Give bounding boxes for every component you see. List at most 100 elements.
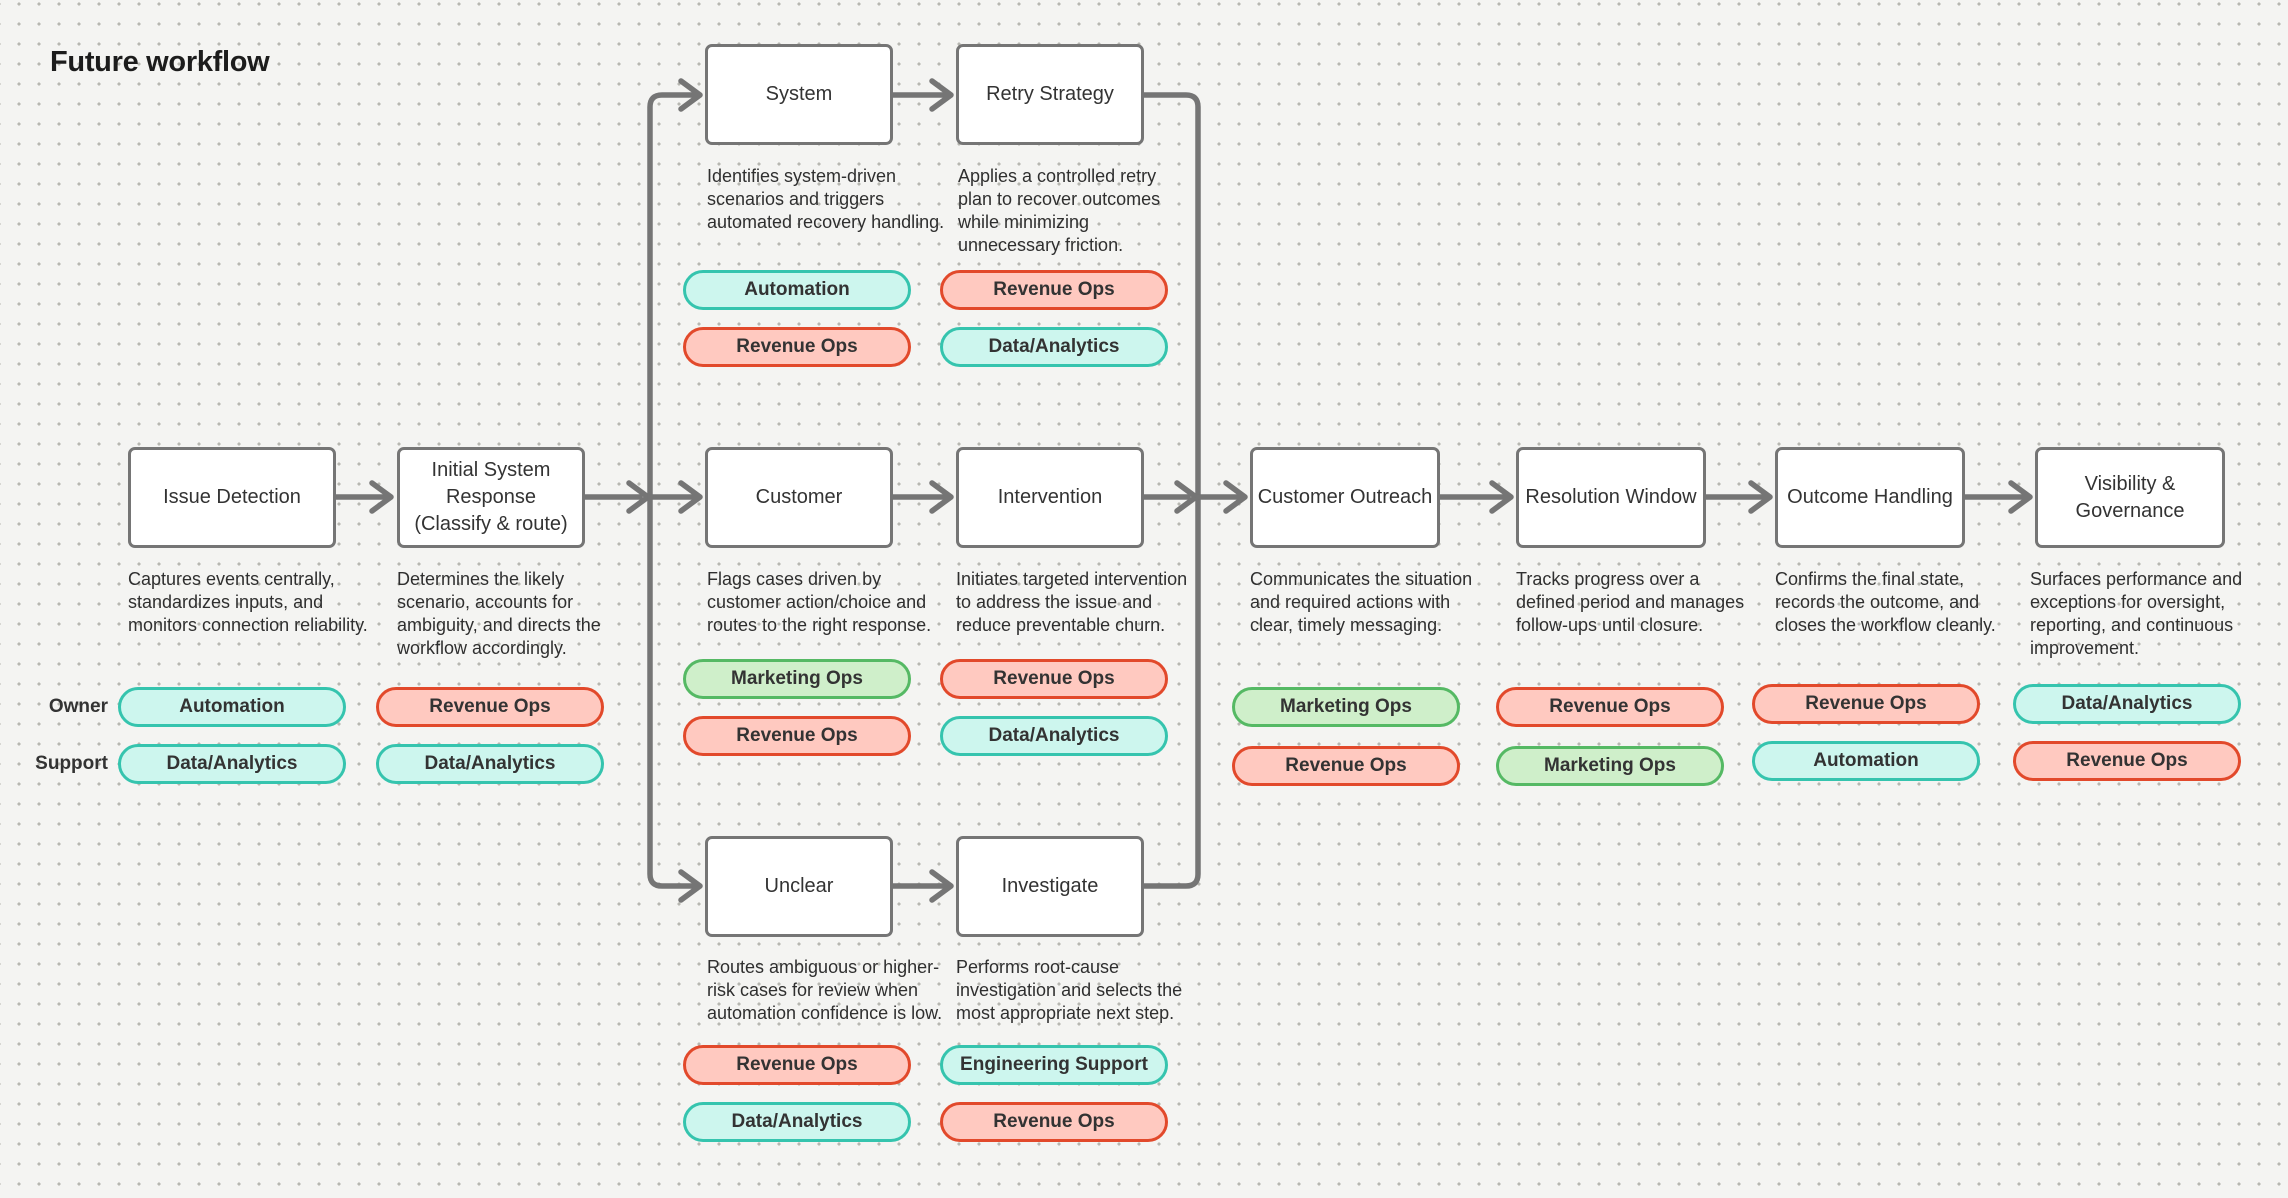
- step-box-investigate[interactable]: Investigate: [956, 836, 1144, 937]
- step-description: Routes ambiguous or higher- risk cases f…: [707, 957, 943, 1023]
- support-tag[interactable]: Data/Analytics: [940, 716, 1168, 756]
- support-tag[interactable]: Marketing Ops: [1496, 746, 1724, 786]
- support-tag[interactable]: Data/Analytics: [376, 744, 604, 784]
- owner-tag[interactable]: Revenue Ops: [376, 687, 604, 727]
- support-tag[interactable]: Revenue Ops: [683, 327, 911, 367]
- owner-tag[interactable]: Revenue Ops: [940, 659, 1168, 699]
- branch-trunk-down: [647, 494, 703, 903]
- step-box-outcome-handling[interactable]: Outcome Handling: [1775, 447, 1965, 548]
- owner-tag-label: Automation: [179, 696, 285, 717]
- step-box-customer-outreach[interactable]: Customer Outreach: [1250, 447, 1440, 548]
- support-tag-label: Data/Analytics: [424, 753, 556, 774]
- arrow-unclear-to-investigate: [890, 869, 954, 903]
- merge-from-investigate: [1141, 494, 1201, 889]
- step-description: Surfaces performance and exceptions for …: [2030, 569, 2243, 658]
- owner-tag[interactable]: Revenue Ops: [683, 1045, 911, 1085]
- step-title: Resolution Window: [1525, 486, 1697, 508]
- owner-tag-label: Revenue Ops: [736, 1054, 858, 1075]
- arrow-issue-to-isr: [333, 480, 394, 514]
- step-title: Customer Outreach: [1257, 486, 1433, 508]
- owner-tag-label: Engineering Support: [960, 1054, 1148, 1075]
- step-description: Applies a controlled retry plan to recov…: [958, 166, 1161, 255]
- step-title: Issue Detection: [163, 486, 301, 508]
- support-tag[interactable]: Automation: [1752, 741, 1980, 781]
- step-description: Communicates the situation and required …: [1250, 569, 1473, 635]
- support-tag[interactable]: Data/Analytics: [940, 327, 1168, 367]
- step-description: Flags cases driven by customer action/ch…: [707, 569, 932, 635]
- owner-tag-label: Revenue Ops: [1805, 693, 1927, 714]
- owner-tag[interactable]: Marketing Ops: [683, 659, 911, 699]
- step-title: Investigate: [1001, 875, 1099, 897]
- arrow-system-to-retry: [890, 78, 954, 112]
- step-description: Tracks progress over a defined period an…: [1516, 569, 1745, 635]
- owner-tag[interactable]: Marketing Ops: [1232, 687, 1460, 727]
- step-box-issue-detection[interactable]: Issue Detection: [128, 447, 336, 548]
- support-tag[interactable]: Revenue Ops: [940, 1102, 1168, 1142]
- step-description: Performs root-cause investigation and se…: [956, 957, 1183, 1023]
- step-box-initial-system-response[interactable]: Initial System Response (Classify & rout…: [397, 447, 585, 548]
- owner-tag[interactable]: Automation: [118, 687, 346, 727]
- support-tag-label: Revenue Ops: [736, 336, 858, 357]
- support-tag[interactable]: Data/Analytics: [683, 1102, 911, 1142]
- owner-tag[interactable]: Engineering Support: [940, 1045, 1168, 1085]
- step-title: Retry Strategy: [986, 83, 1114, 105]
- support-tag-label: Data/Analytics: [166, 753, 298, 774]
- support-tag-label: Revenue Ops: [736, 725, 858, 746]
- support-tag[interactable]: Data/Analytics: [118, 744, 346, 784]
- arrow-isr-to-branch: [582, 480, 651, 514]
- support-tag-label: Marketing Ops: [1544, 755, 1676, 776]
- step-description: Captures events centrally, standardizes …: [128, 569, 368, 635]
- support-tag-label: Revenue Ops: [2066, 750, 2188, 771]
- owner-tag-label: Data/Analytics: [2061, 693, 2193, 714]
- step-description: Identifies system-driven scenarios and t…: [707, 166, 945, 232]
- owner-tag-label: Revenue Ops: [429, 696, 551, 717]
- arrow-resolution-to-outcome: [1703, 480, 1773, 514]
- step-description: Confirms the final state, records the ou…: [1775, 569, 1996, 635]
- support-tag-label: Revenue Ops: [993, 1111, 1115, 1132]
- step-box-intervention[interactable]: Intervention: [956, 447, 1144, 548]
- step-box-unclear[interactable]: Unclear: [705, 836, 893, 937]
- step-description: Determines the likely scenario, accounts…: [397, 569, 601, 658]
- arrow-outreach-to-resolution: [1437, 480, 1514, 514]
- owner-tag-label: Revenue Ops: [993, 668, 1115, 689]
- owner-tag-label: Revenue Ops: [993, 279, 1115, 300]
- support-tag-label: Revenue Ops: [1285, 755, 1407, 776]
- step-description: Initiates targeted intervention to addre…: [956, 569, 1188, 635]
- owner-tag[interactable]: Data/Analytics: [2013, 684, 2241, 724]
- page-title: Future workflow: [50, 46, 270, 78]
- step-box-resolution-window[interactable]: Resolution Window: [1516, 447, 1706, 548]
- owner-tag[interactable]: Revenue Ops: [1496, 687, 1724, 727]
- step-title: Customer: [755, 486, 843, 508]
- support-tag-label: Automation: [1813, 750, 1919, 771]
- branch-trunk-up: [647, 78, 703, 500]
- support-tag[interactable]: Revenue Ops: [1232, 746, 1460, 786]
- step-box-system[interactable]: System: [705, 44, 893, 145]
- owner-tag[interactable]: Revenue Ops: [940, 270, 1168, 310]
- arrow-customer-to-intervention: [890, 480, 954, 514]
- arrow-outcome-to-visibility: [1962, 480, 2033, 514]
- step-box-visibility-governance[interactable]: Visibility & Governance: [2035, 447, 2225, 548]
- arrow-merge-to-outreach: [1195, 480, 1248, 514]
- support-row-label: Support: [35, 753, 108, 774]
- owner-row-label: Owner: [48, 696, 108, 717]
- step-box-customer[interactable]: Customer: [705, 447, 893, 548]
- owner-tag[interactable]: Revenue Ops: [1752, 684, 1980, 724]
- step-subtitle: (Classify & route): [414, 513, 568, 535]
- step-title: Visibility & Governance: [2075, 472, 2185, 522]
- step-title: Initial System Response: [431, 459, 551, 508]
- support-tag-label: Data/Analytics: [988, 336, 1120, 357]
- support-tag[interactable]: Revenue Ops: [683, 716, 911, 756]
- support-tag[interactable]: Revenue Ops: [2013, 741, 2241, 781]
- owner-tag-label: Automation: [744, 279, 850, 300]
- branch-to-customer: [647, 480, 703, 514]
- owner-tag-label: Marketing Ops: [1280, 696, 1412, 717]
- support-tag-label: Data/Analytics: [731, 1111, 863, 1132]
- step-title: Outcome Handling: [1787, 486, 1953, 508]
- step-title: System: [765, 83, 833, 105]
- merge-from-retry: [1141, 92, 1201, 500]
- owner-tag[interactable]: Automation: [683, 270, 911, 310]
- arrow-intervention-to-merge: [1141, 480, 1199, 514]
- step-box-retry-strategy[interactable]: Retry Strategy: [956, 44, 1144, 145]
- step-title: Unclear: [764, 875, 834, 897]
